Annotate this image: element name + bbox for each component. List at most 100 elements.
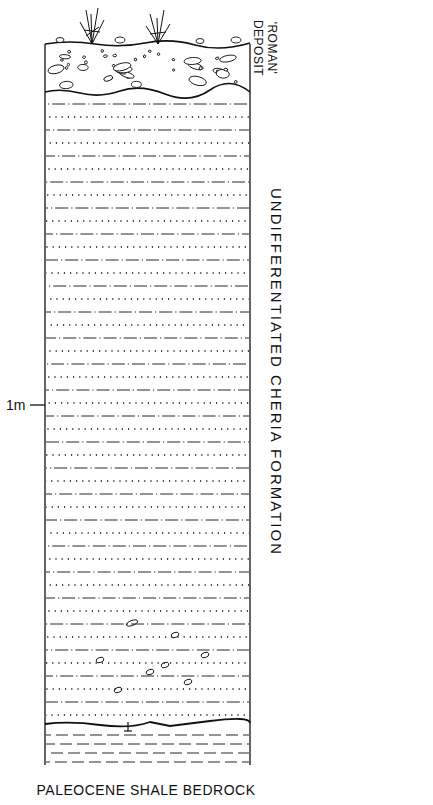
bedding-line (46, 584, 249, 585)
pebble (234, 80, 237, 83)
bedding-line (46, 390, 249, 391)
bedding-line (46, 182, 249, 183)
bedding-line (46, 520, 249, 521)
bedding-line (46, 116, 249, 117)
pebble (78, 64, 89, 70)
bedding-line (46, 220, 249, 221)
bedding-line (46, 142, 249, 143)
pebble (59, 54, 70, 59)
pebble (103, 75, 113, 83)
pebble (84, 61, 87, 64)
bedrock-label: PALEOCENE SHALE BEDROCK (0, 782, 296, 798)
shale-line (46, 762, 249, 763)
unit-label: UNDIFFERENTIATED CHERIA FORMATION (267, 102, 284, 642)
bedding-line (46, 480, 249, 481)
pebble (68, 50, 71, 53)
pebble (59, 81, 73, 89)
bedding-line (46, 130, 249, 131)
pebble (131, 81, 141, 87)
pebble (101, 49, 104, 52)
bedding-line (46, 546, 249, 547)
pebble (113, 686, 122, 693)
pebble (113, 61, 132, 72)
pebble (216, 69, 230, 79)
bedding-line (46, 676, 249, 677)
pebble (200, 651, 209, 658)
bedding-line (46, 312, 249, 313)
pebble (173, 69, 175, 72)
pebble (215, 57, 219, 60)
bedding-line (46, 286, 249, 287)
pebble (172, 58, 175, 61)
column-outline (30, 41, 250, 765)
pebble (183, 678, 192, 685)
bedding-line (46, 350, 249, 351)
bedding-line (46, 572, 249, 573)
pebble (231, 37, 241, 43)
bedding-line (46, 688, 249, 689)
pebble (82, 56, 86, 59)
shale-line (46, 744, 249, 745)
pebble (145, 668, 154, 675)
bedding-line (46, 468, 249, 469)
bedding-line (46, 714, 249, 715)
pebble (134, 58, 137, 61)
pebble (126, 619, 139, 628)
bedding-line (46, 324, 249, 325)
bedding-line (46, 442, 249, 443)
bedding-line (46, 260, 249, 261)
bedding-line (46, 246, 249, 247)
shale-line (46, 735, 249, 736)
bedding-line (46, 338, 249, 339)
bedding-line (46, 532, 249, 533)
bedding-line (46, 298, 249, 299)
bedding-line (46, 402, 249, 403)
shale-line (46, 753, 249, 754)
pebble (67, 63, 69, 66)
bedding-line (46, 168, 249, 169)
bedding-line (46, 272, 249, 273)
pebble (219, 54, 237, 63)
bedding-line (46, 156, 249, 157)
bedding-line (46, 506, 249, 507)
pebble (47, 63, 65, 75)
bedding-lines (46, 104, 249, 762)
bedding-line (46, 494, 249, 495)
pebble (113, 54, 117, 57)
pebble (184, 57, 202, 65)
bedding-line (46, 194, 249, 195)
pebble (115, 37, 125, 43)
bedding-line (46, 364, 249, 365)
bedding-line (46, 428, 249, 429)
bedding-line (46, 636, 249, 637)
pebble (56, 38, 64, 43)
scale-label: 1m (6, 397, 25, 413)
pebble (224, 68, 229, 72)
bedding-line (46, 454, 249, 455)
bedding-line (46, 558, 249, 559)
pebble (143, 55, 146, 59)
bedding-line (46, 702, 249, 703)
pebble (60, 59, 63, 61)
bedding-line (46, 234, 249, 235)
bedding-line (46, 598, 249, 599)
bedding-line (46, 376, 249, 377)
bedding-line (46, 416, 249, 417)
vegetation (80, 8, 170, 44)
pebble (148, 50, 151, 53)
bedding-line (46, 104, 249, 105)
pebble (103, 55, 107, 58)
bedding-line (46, 208, 249, 209)
bedding-line (46, 650, 249, 651)
unit-label: 'ROMAN' DEPOSIT (250, 2, 278, 94)
bedding-line (46, 610, 249, 611)
pebble (65, 66, 68, 69)
pebble (196, 39, 204, 44)
pebble (157, 53, 159, 56)
pebble (199, 66, 202, 69)
bedding-line (46, 624, 249, 625)
pebble (188, 75, 207, 88)
pebbles (47, 37, 241, 694)
bedding-line (46, 662, 249, 663)
